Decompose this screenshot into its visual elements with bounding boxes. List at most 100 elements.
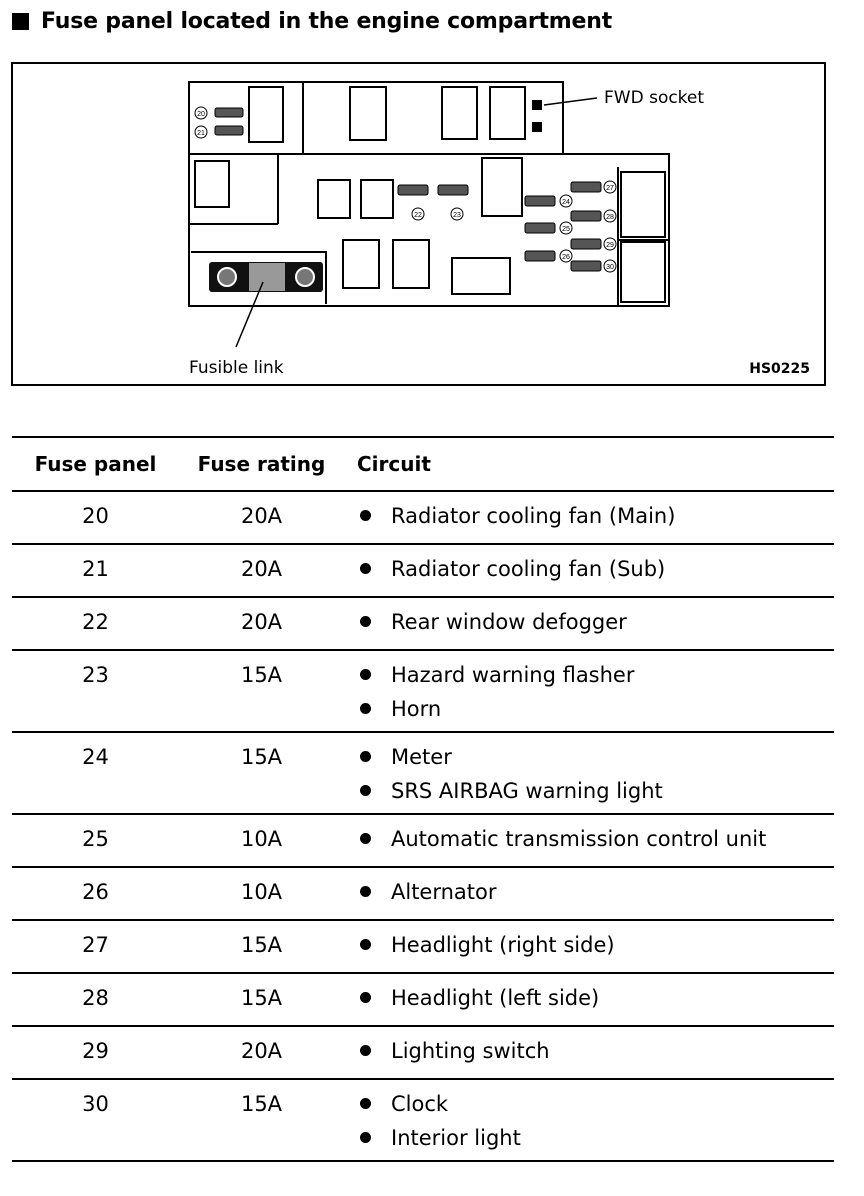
circuit-item: Clock	[356, 1092, 834, 1126]
fuse-number: 25	[12, 814, 179, 868]
circuit-item: Headlight (right side)	[356, 933, 834, 957]
circuit-item: Interior light	[356, 1126, 834, 1150]
circuit-item: Meter	[356, 745, 834, 779]
svg-text:26: 26	[562, 254, 570, 261]
svg-text:23: 23	[453, 212, 461, 219]
circuit-item: Hazard warning flasher	[356, 663, 834, 697]
bullet-icon	[360, 939, 371, 950]
header-fuse-rating: Fuse rating	[179, 436, 344, 492]
fuse-number: 28	[12, 973, 179, 1027]
circuit-item: Lighting switch	[356, 1039, 834, 1063]
svg-text:25: 25	[562, 226, 570, 233]
fuse-number: 30	[12, 1079, 179, 1162]
page-title: Fuse panel located in the engine compart…	[41, 8, 613, 34]
circuit-label: Interior light	[391, 1126, 521, 1150]
fuse-rating: 20A	[179, 491, 344, 545]
fuse-number: 20	[12, 491, 179, 545]
bullet-icon	[360, 616, 371, 627]
fuse-number: 22	[12, 597, 179, 651]
svg-text:30: 30	[606, 264, 614, 271]
circuit-item: Automatic transmission control unit	[356, 827, 834, 851]
fuse-rating: 15A	[179, 732, 344, 815]
bullet-icon	[360, 1045, 371, 1056]
fuse-panel-diagram: 20 21 22 23 24 25 26 27 28 29 30 FWD soc…	[11, 62, 826, 386]
circuit-label: Radiator cooling fan (Main)	[391, 504, 676, 528]
circuit-cell: Alternator	[344, 867, 834, 921]
circuit-cell: Lighting switch	[344, 1026, 834, 1080]
bullet-icon	[360, 785, 371, 796]
figure-id: HS0225	[749, 361, 810, 377]
fuse-rating: 15A	[179, 920, 344, 974]
circuit-item: Radiator cooling fan (Sub)	[356, 557, 834, 581]
circuit-cell: Headlight (right side)	[344, 920, 834, 974]
circuit-label: Rear window defogger	[391, 610, 627, 634]
fwd-socket-callout: FWD socket	[604, 88, 705, 108]
fuse-rating: 20A	[179, 1026, 344, 1080]
page-heading: Fuse panel located in the engine compart…	[12, 6, 612, 36]
fuse-rating: 15A	[179, 1079, 344, 1162]
svg-text:28: 28	[606, 214, 614, 221]
svg-text:20: 20	[197, 111, 205, 118]
fuse-number: 27	[12, 920, 179, 974]
bullet-icon	[360, 1098, 371, 1109]
header-circuit: Circuit	[344, 436, 834, 492]
fuse-rating: 10A	[179, 867, 344, 921]
bullet-icon	[360, 703, 371, 714]
fuse-panel-drawing: 20 21 22 23 24 25 26 27 28 29 30	[188, 81, 670, 348]
bullet-icon	[360, 669, 371, 680]
circuit-item: Horn	[356, 697, 834, 721]
bullet-icon	[360, 1132, 371, 1143]
header-fuse-panel: Fuse panel	[12, 436, 179, 492]
bullet-icon	[360, 992, 371, 1003]
bullet-icon	[360, 510, 371, 521]
square-bullet-icon	[12, 12, 29, 30]
svg-text:22: 22	[414, 212, 422, 219]
circuit-label: SRS AIRBAG warning light	[391, 779, 663, 803]
circuit-item: SRS AIRBAG warning light	[356, 779, 834, 803]
svg-text:29: 29	[606, 242, 614, 249]
fuse-rating: 20A	[179, 544, 344, 598]
circuit-label: Headlight (right side)	[391, 933, 615, 957]
circuit-item: Headlight (left side)	[356, 986, 834, 1010]
circuit-cell: Rear window defogger	[344, 597, 834, 651]
bullet-icon	[360, 751, 371, 762]
svg-text:27: 27	[606, 185, 614, 192]
bullet-icon	[360, 833, 371, 844]
svg-text:24: 24	[562, 199, 570, 206]
fuse-number: 29	[12, 1026, 179, 1080]
bullet-icon	[360, 563, 371, 574]
fuse-number: 26	[12, 867, 179, 921]
fuse-number: 21	[12, 544, 179, 598]
circuit-label: Lighting switch	[391, 1039, 550, 1063]
fuse-number: 24	[12, 732, 179, 815]
fuse-table-header: Fuse panel Fuse rating Circuit	[12, 436, 834, 492]
circuit-label: Radiator cooling fan (Sub)	[391, 557, 666, 581]
circuit-cell: Radiator cooling fan (Main)	[344, 491, 834, 545]
circuit-label: Automatic transmission control unit	[391, 827, 767, 851]
circuit-cell: Headlight (left side)	[344, 973, 834, 1027]
circuit-label: Clock	[391, 1092, 449, 1116]
circuit-label: Meter	[391, 745, 452, 769]
fuse-rating: 15A	[179, 650, 344, 733]
circuit-label: Headlight (left side)	[391, 986, 600, 1010]
circuit-label: Horn	[391, 697, 442, 721]
circuit-cell: Radiator cooling fan (Sub)	[344, 544, 834, 598]
fusible-link-callout: Fusible link	[189, 358, 284, 378]
circuit-item: Rear window defogger	[356, 610, 834, 634]
fuse-number: 23	[12, 650, 179, 733]
fuse-rating: 10A	[179, 814, 344, 868]
bullet-icon	[360, 886, 371, 897]
